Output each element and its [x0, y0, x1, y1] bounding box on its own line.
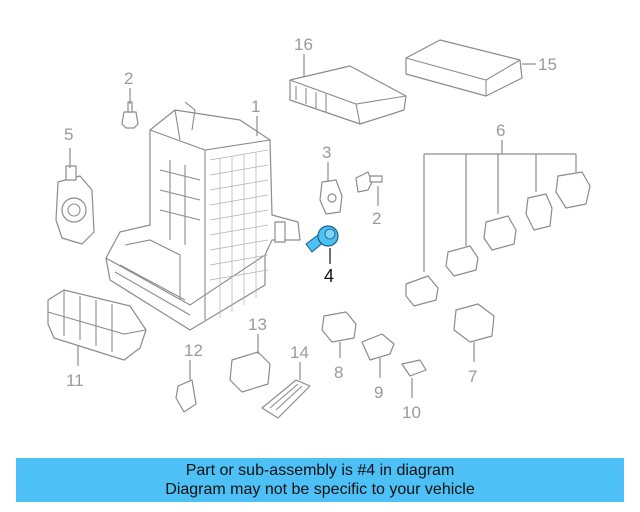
callout-16: 16: [294, 35, 313, 54]
callout-11: 11: [66, 371, 84, 390]
part-8-fuse-holder: [321, 311, 357, 343]
callout-13: 13: [248, 315, 267, 334]
callout-4: 4: [324, 266, 334, 286]
callout-15: 15: [538, 55, 557, 74]
callout-3: 3: [322, 143, 331, 162]
part-9-terminal: [361, 333, 395, 361]
part-1-fuse-box-housing: [105, 101, 301, 331]
parts-diagram: 1 2 2 3 4 5 6: [47, 35, 591, 422]
callout-12: 12: [184, 341, 203, 360]
callout-7: 7: [468, 367, 477, 386]
part-2-screw: [121, 101, 139, 129]
part-3-clip: [319, 179, 343, 215]
banner-line-1: Part or sub-assembly is #4 in diagram: [185, 462, 455, 479]
callout-10: 10: [402, 403, 421, 422]
info-banner: Part or sub-assembly is #4 in diagram Di…: [16, 458, 624, 502]
part-2-screw-right: [355, 171, 383, 193]
banner-line-2: Diagram may not be specific to your vehi…: [165, 481, 475, 498]
part-5-speaker: [55, 165, 95, 245]
callout-5: 5: [64, 125, 73, 144]
callout-6: 6: [496, 121, 505, 140]
callout-2-right: 2: [372, 209, 381, 228]
callout-9: 9: [374, 383, 383, 402]
part-7-relay: [453, 303, 495, 343]
part-16-electronic-module: [289, 65, 407, 125]
part-11-module: [47, 289, 147, 361]
part-6-connectors: [405, 140, 591, 307]
part-12-fuse: [175, 379, 197, 413]
part-4-bolt: [305, 225, 339, 253]
part-13-relay: [229, 351, 271, 393]
callout-14: 14: [290, 343, 309, 362]
callout-8: 8: [334, 363, 343, 382]
callout-2-left: 2: [124, 69, 133, 88]
callout-1: 1: [251, 97, 260, 116]
part-10-clip: [401, 359, 427, 377]
part-14-fuse-strip: [261, 379, 311, 419]
part-15-control-module: [405, 39, 523, 97]
